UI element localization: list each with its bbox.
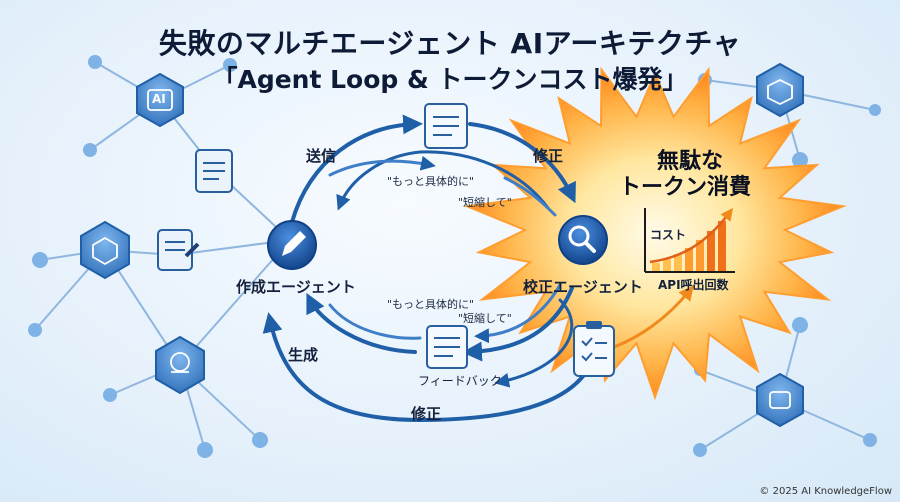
loop-arrows: [262, 114, 694, 423]
hex-node-top-right: [756, 62, 804, 118]
cost-bar: [663, 259, 671, 271]
magnifier-icon: [558, 215, 608, 265]
page-title: 失敗のマルチエージェント AIアーキテクチャ: [158, 27, 742, 60]
reviewer-agent-label: 校正エージェント: [523, 278, 643, 296]
hex-node-left: [80, 220, 130, 280]
creator-agent-label: 作成エージェント: [236, 278, 356, 296]
quote-bottom-2: "短縮して": [458, 312, 512, 325]
chart-x-label: API呼出回数: [658, 278, 729, 292]
cost-bar: [652, 263, 660, 271]
label-fix-bottom: 修正: [411, 405, 442, 423]
label-send: 送信: [306, 147, 337, 165]
network-dots: [28, 55, 881, 458]
cost-bar: [696, 240, 704, 271]
cost-bar: [707, 231, 715, 271]
pen-icon: [267, 220, 317, 270]
chart-y-label: コスト: [650, 228, 687, 242]
cost-chart: [644, 208, 735, 273]
cost-bar: [685, 248, 693, 271]
document-icon: [195, 149, 233, 193]
document-icon-top: [424, 103, 468, 149]
cost-trend-line: [649, 208, 734, 264]
ai-icon-label: AI: [152, 92, 166, 106]
cost-bar: [718, 221, 726, 271]
label-fix-top: 修正: [533, 147, 564, 165]
quote-bottom-1: "もっと具体的に": [387, 298, 475, 311]
label-generate: 生成: [288, 346, 319, 364]
edit-document-icon: [157, 229, 200, 271]
quote-top-1: "もっと具体的に": [387, 175, 475, 188]
checklist-icon: [573, 321, 615, 377]
quote-top-2: "短縮して": [458, 196, 512, 209]
waste-line1: 無駄な: [656, 149, 723, 174]
hex-node-ai: [136, 72, 184, 128]
hex-node-bottom: [155, 335, 205, 395]
label-feedback: フィードバック: [418, 374, 502, 388]
page-subtitle: 「Agent Loop & トークンコスト爆発」: [212, 65, 688, 94]
cost-bars: [649, 208, 734, 271]
token-waste-burst: [463, 66, 847, 401]
cost-bar: [674, 254, 682, 271]
copyright: © 2025 AI KnowledgeFlow: [759, 486, 892, 497]
waste-line2: トークン消費: [618, 175, 751, 200]
document-icon-bottom: [426, 325, 468, 369]
hex-node-bottom-right: [756, 372, 804, 428]
